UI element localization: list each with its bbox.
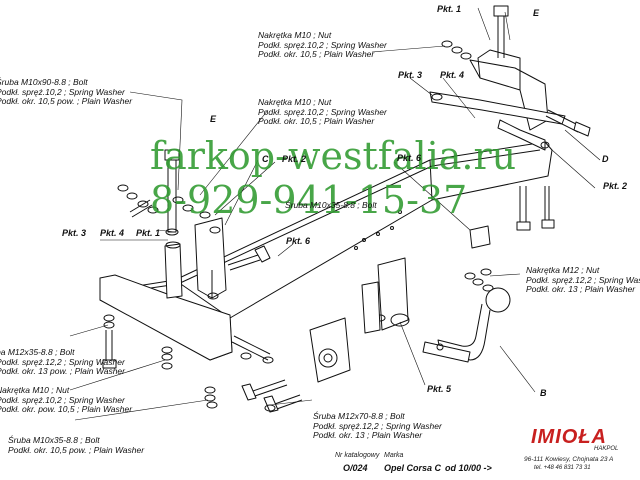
catalog-label: Nr katalogowy [335,452,380,459]
point-5: Pkt. 5 [427,384,452,394]
brand-label: Marka [384,452,404,459]
watermark-phone: 8-929-941-15-37 [150,178,468,222]
company-sub: HAKPOL [594,446,619,452]
point-3-left: Pkt. 3 [62,228,87,238]
letter-e-top: E [533,8,540,18]
point-4-top: Pkt. 4 [440,70,465,80]
point-1-top: Pkt. 1 [437,4,462,14]
socket-plate [309,317,351,383]
leader-lines [69,7,601,421]
centre-hanger [361,257,410,334]
left-spacer [164,149,183,299]
letter-e-left: E [210,114,217,124]
label-bolt-m10x35-center: Śruba M10x35-8.8 ; Bolt [285,200,377,210]
company-phone: tel. +48 46 831 73 31 [534,465,591,471]
brand-value: Opel Corsa C [384,463,442,473]
date-value: od 10/00 -> [445,463,492,473]
point-2-right: Pkt. 2 [603,181,628,191]
letter-c: C [262,154,269,164]
letter-b: B [540,388,547,398]
point-4-left: Pkt. 4 [100,228,125,238]
bolts [102,109,591,413]
towball [422,287,511,363]
company-address: 96-111 Kowiesy, Chojnata 23 A [524,456,614,463]
letter-d: D [602,154,609,164]
point-1-left: Pkt. 1 [136,228,161,238]
point-6-right: Pkt. 6 [397,153,422,163]
washers [103,40,494,412]
left-bracket [99,217,233,361]
right-bracket [429,5,566,151]
watermark-site: farkop-westfalia.ru [150,134,517,178]
catalog-value: O/024 [343,463,368,473]
point-6-mid: Pkt. 6 [286,236,311,246]
point-2-mid: Pkt. 2 [282,154,307,164]
company-logo: IMIOŁA [531,426,607,448]
point-3-top: Pkt. 3 [398,70,423,80]
